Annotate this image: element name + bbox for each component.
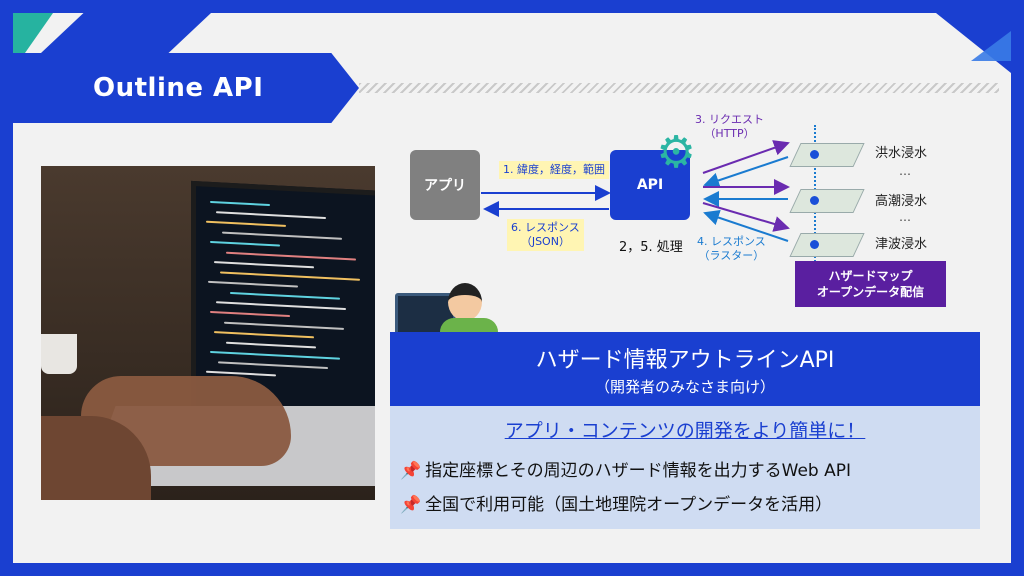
app-box: アプリ [410, 150, 480, 220]
step6-label: 6. レスポンス （JSON） [507, 219, 584, 251]
panel-body: アプリ・コンテンツの開発をより簡単に！ 📌指定座標とその周辺のハザード情報を出力… [390, 406, 980, 529]
panel-subtitle: （開発者のみなさま向け） [594, 378, 775, 396]
step6-line1: 6. レスポンス [511, 221, 580, 234]
page-title: Outline API [93, 73, 264, 103]
bullet-text: 指定座標とその周辺のハザード情報を出力するWeb API [425, 461, 852, 481]
gear-icon: ⚙ [656, 127, 696, 178]
panel-lead: アプリ・コンテンツの開発をより簡単に！ [504, 420, 866, 442]
bullet-item: 📌指定座標とその周辺のハザード情報を出力するWeb API [400, 456, 851, 481]
panel-header: ハザード情報アウトラインAPI （開発者のみなさま向け） [390, 332, 980, 406]
step6-line2: （JSON） [520, 235, 570, 248]
hazard-storm-surge: 高潮浸水 [875, 194, 928, 209]
title-banner: Outline API [13, 53, 359, 123]
response-arrow-3 [703, 209, 789, 242]
bullet-text: 全国で利用可能（国土地理院オープンデータを活用） [425, 495, 833, 515]
step1-label: 1. 緯度，経度，範囲 [499, 161, 609, 179]
step4-label: 4. レスポンス （ラスター） [697, 235, 766, 263]
step3-line1: 3. リクエスト [695, 113, 764, 126]
map-pin-icon [810, 150, 819, 159]
flood-map-tile [789, 143, 865, 167]
tsunami-map-tile [789, 233, 865, 257]
step3-line2: （HTTP） [704, 127, 755, 140]
flow-arrows [481, 140, 790, 242]
step4-line1: 4. レスポンス [697, 235, 766, 248]
step4-line2: （ラスター） [698, 249, 765, 262]
map-pin-icon [810, 196, 819, 205]
storm-surge-map-tile [789, 189, 865, 213]
api-box: API [610, 150, 690, 220]
title-stripe-divider [359, 83, 999, 93]
hazard-tsunami: 津波浸水 [875, 237, 928, 252]
pushpin-icon: 📌 [400, 495, 422, 515]
request-arrow-1 [702, 140, 790, 174]
hazard-flood: 洪水浸水 [875, 146, 928, 161]
laptop-photo [41, 166, 375, 500]
coffee-cup-image [41, 334, 77, 374]
step3-label: 3. リクエスト （HTTP） [695, 113, 764, 141]
panel-title: ハザード情報アウトラインAPI [535, 348, 835, 373]
open-data-delivery-box: ハザードマップ オープンデータ配信 [795, 261, 946, 307]
slide: Outline API [13, 13, 1011, 563]
bullet-item: 📌全国で利用可能（国土地理院オープンデータを活用） [400, 490, 832, 515]
ellipsis-2: … [899, 210, 911, 224]
request-arrow-3 [702, 202, 790, 232]
map-pin-icon [810, 240, 819, 249]
delivery-line1: ハザードマップ [828, 269, 913, 283]
developer-head-illustration [448, 283, 482, 321]
pushpin-icon: 📌 [400, 461, 422, 481]
ellipsis-1: … [899, 164, 911, 178]
step25-label: 2，5. 処理 [619, 240, 683, 255]
response-arrow-1 [703, 156, 789, 189]
delivery-line2: オープンデータ配信 [816, 285, 925, 299]
